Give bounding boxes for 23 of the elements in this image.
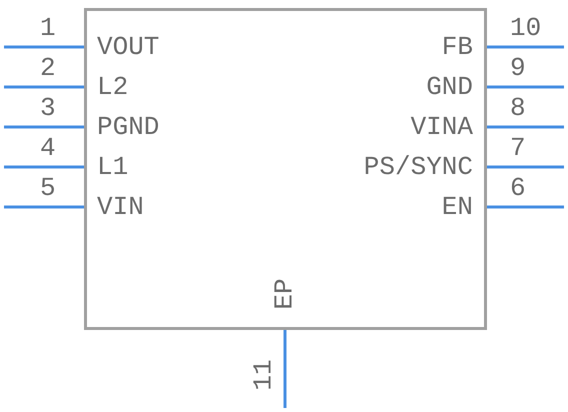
pin-name: EP — [272, 278, 298, 310]
pin-number: 2 — [40, 55, 56, 81]
pin-name: PS/SYNC — [364, 154, 473, 180]
pin-name: EN — [442, 194, 473, 220]
pin-number: 8 — [510, 95, 526, 121]
pin-number: 11 — [250, 359, 277, 391]
pin-number: 7 — [510, 135, 526, 161]
pin-name: GND — [426, 74, 473, 100]
pin-number: 1 — [40, 15, 56, 41]
pin-name: FB — [442, 34, 473, 60]
pin-number: 5 — [40, 175, 56, 201]
pin-number: 10 — [510, 15, 542, 41]
pin-name: L1 — [97, 154, 128, 180]
pin-number: 4 — [40, 135, 56, 161]
pin-name: PGND — [97, 114, 160, 140]
pin-number: 9 — [510, 55, 526, 81]
pin-name: VINA — [410, 114, 473, 140]
chip-body — [84, 8, 487, 330]
pin-number: 3 — [40, 95, 56, 121]
pin-number: 6 — [510, 175, 526, 201]
pin-name: L2 — [97, 74, 128, 100]
pin-name: VIN — [97, 194, 144, 220]
pin-name: VOUT — [97, 34, 160, 60]
